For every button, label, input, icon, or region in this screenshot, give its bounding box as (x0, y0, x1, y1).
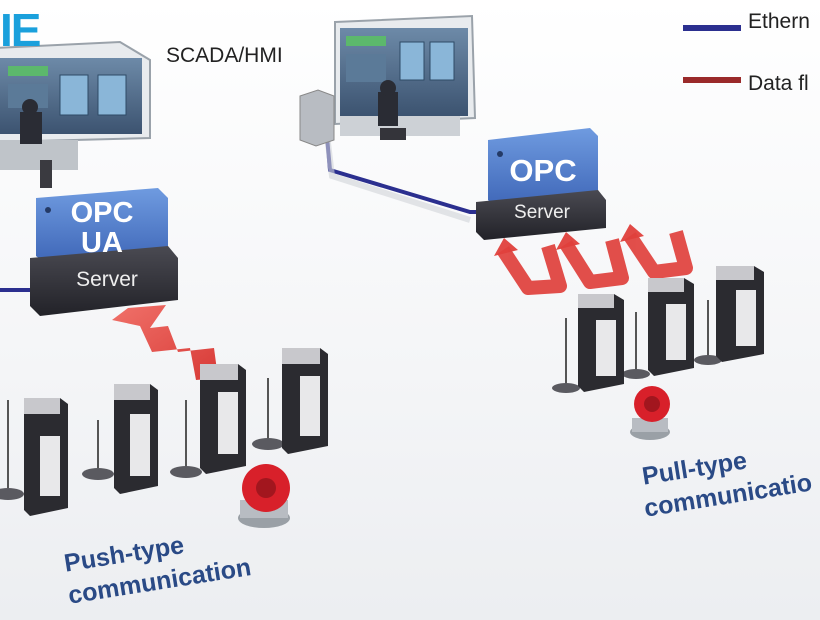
antennas-left (7, 378, 269, 488)
right-io-devices (578, 266, 764, 392)
right-alarm-device (630, 386, 670, 440)
left-opc-ua-server (30, 188, 178, 316)
legend-dataflow-label: Data fl (748, 72, 809, 95)
left-server-label-block: OPC UA (36, 196, 168, 260)
push-arrow (112, 305, 218, 380)
left-alarm-device (238, 464, 290, 528)
right-server-opc-text: OPC (509, 153, 577, 188)
right-opc-server (476, 128, 606, 240)
left-server-base: Server (40, 266, 174, 296)
right-server-base-text: Server (514, 202, 570, 223)
brand-logo-text: IE (0, 4, 41, 56)
antennas-right (565, 300, 709, 384)
pull-arrows (497, 230, 693, 295)
left-scada-monitor (0, 40, 151, 188)
right-scada-monitor (299, 14, 477, 147)
left-io-devices (24, 348, 328, 516)
left-server-base-text: Server (76, 268, 138, 291)
right-server-label-block: OPC (488, 148, 598, 198)
legend-ethernet-label: Ethern (748, 10, 810, 33)
legend-ethernet-line (683, 25, 741, 31)
right-server-base: Server (484, 202, 600, 228)
left-server-opc-text: OPC (70, 197, 134, 229)
scada-hmi-label: SCADA/HMI (166, 44, 283, 67)
legend-dataflow-line (683, 77, 741, 83)
left-server-ua-text: UA (81, 227, 123, 259)
